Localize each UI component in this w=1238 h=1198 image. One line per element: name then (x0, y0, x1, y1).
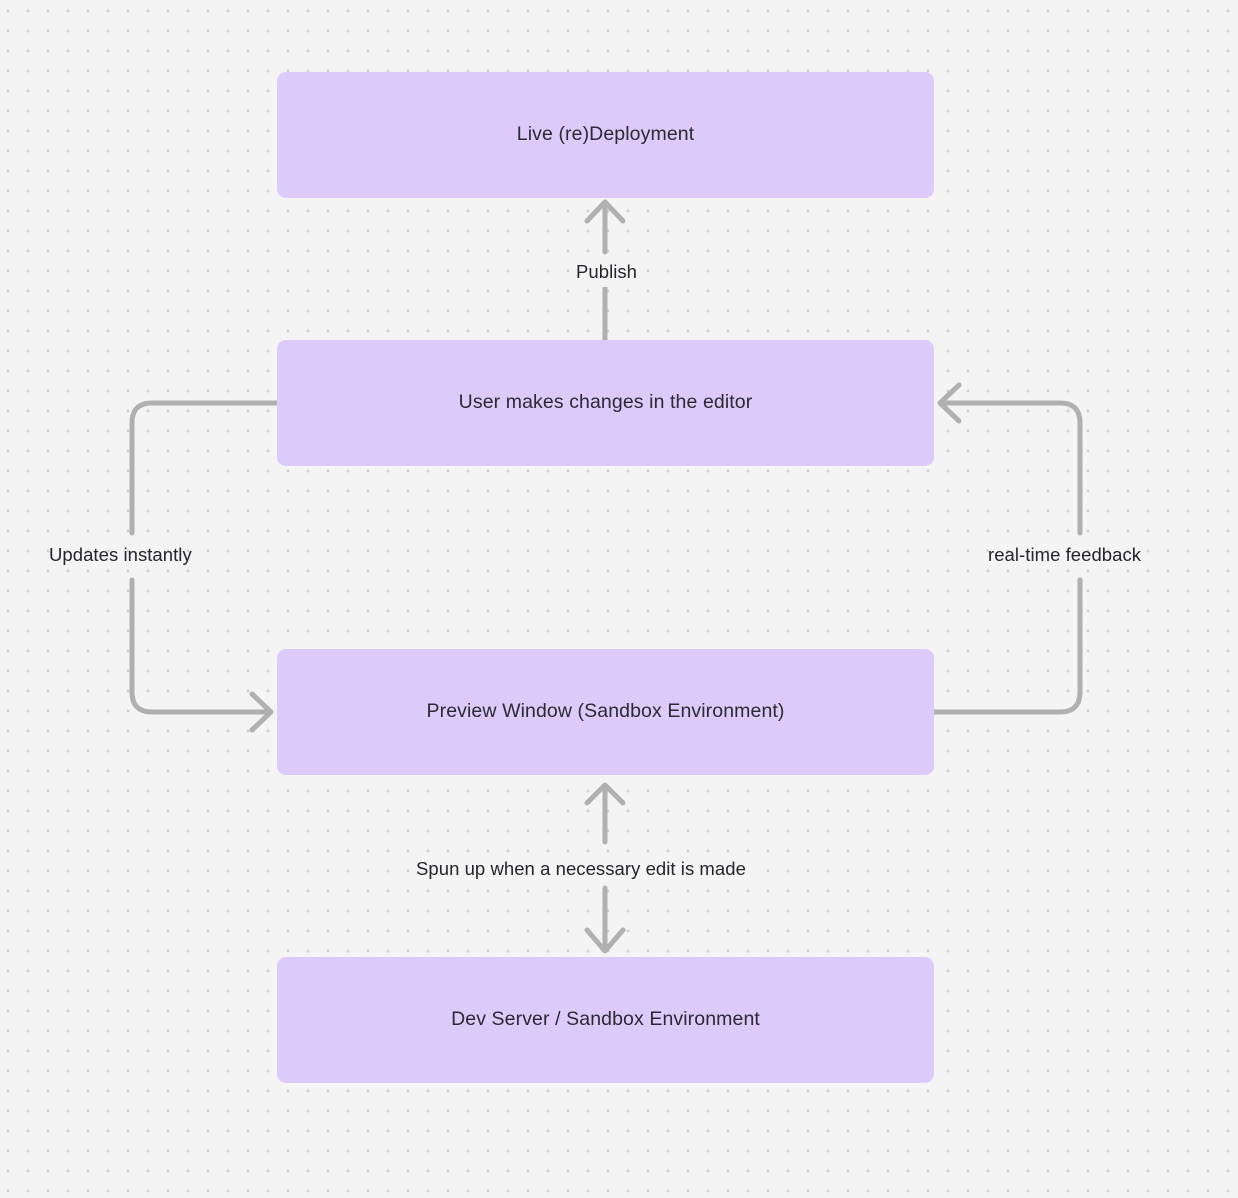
node-user-makes-changes[interactable]: User makes changes in the editor (277, 340, 934, 466)
edge-updates-line-lower (129, 577, 273, 715)
edge-realtime-line-lower (931, 577, 1083, 715)
edge-label-publish[interactable]: Publish (570, 258, 644, 287)
edge-realtime-arrowhead (937, 382, 962, 424)
edge-label-spun-up[interactable]: Spun up when a necessary edit is made (410, 855, 752, 884)
edge-updates-arrowhead (249, 691, 274, 733)
edge-spun-arrowhead-up (584, 782, 626, 806)
node-live-redeployment[interactable]: Live (re)Deployment (277, 72, 934, 198)
edge-publish-arrowhead (584, 199, 626, 224)
node-preview-window[interactable]: Preview Window (Sandbox Environment) (277, 649, 934, 775)
node-dev-server-label: Dev Server / Sandbox Environment (451, 1008, 760, 1031)
edge-label-real-time-feedback[interactable]: real-time feedback (988, 544, 1142, 565)
edge-label-updates-instantly[interactable]: Updates instantly (49, 544, 192, 565)
edge-realtime-line-upper (938, 400, 1083, 536)
node-dev-server[interactable]: Dev Server / Sandbox Environment (277, 957, 934, 1083)
node-user-makes-changes-label: User makes changes in the editor (458, 391, 753, 414)
node-preview-window-label: Preview Window (Sandbox Environment) (426, 700, 785, 723)
edge-spun-arrowhead-down (584, 927, 626, 954)
node-live-redeployment-label: Live (re)Deployment (516, 123, 695, 146)
edge-updates-line-upper (129, 400, 280, 536)
